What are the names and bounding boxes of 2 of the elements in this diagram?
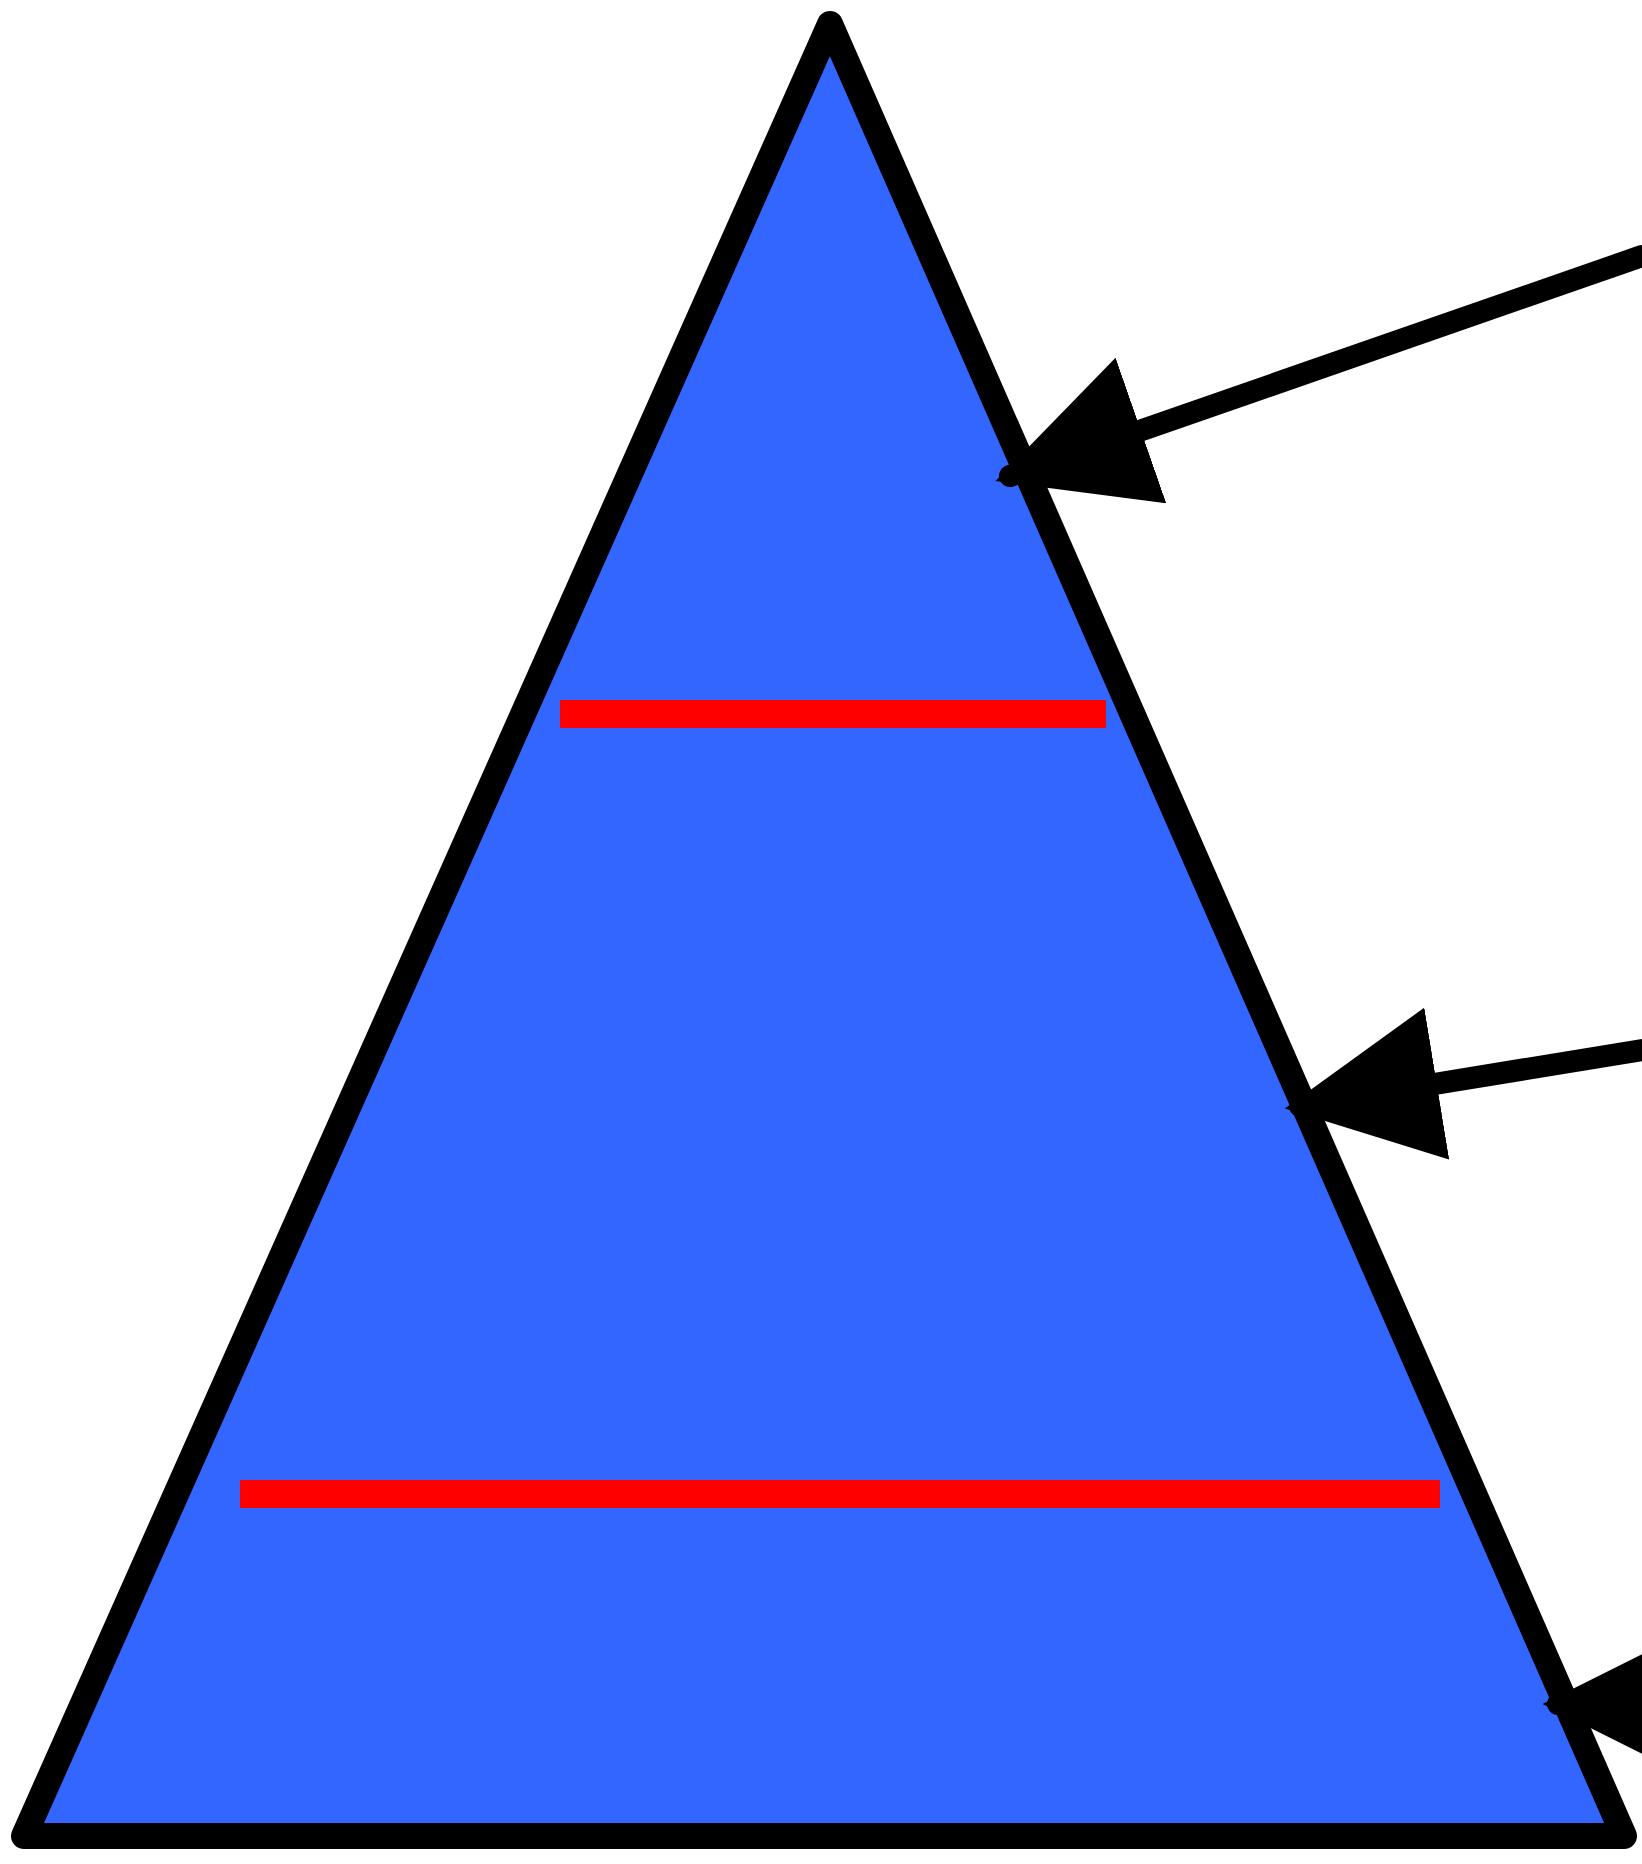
arrow xyxy=(995,245,1642,504)
arrow xyxy=(1284,1007,1642,1160)
